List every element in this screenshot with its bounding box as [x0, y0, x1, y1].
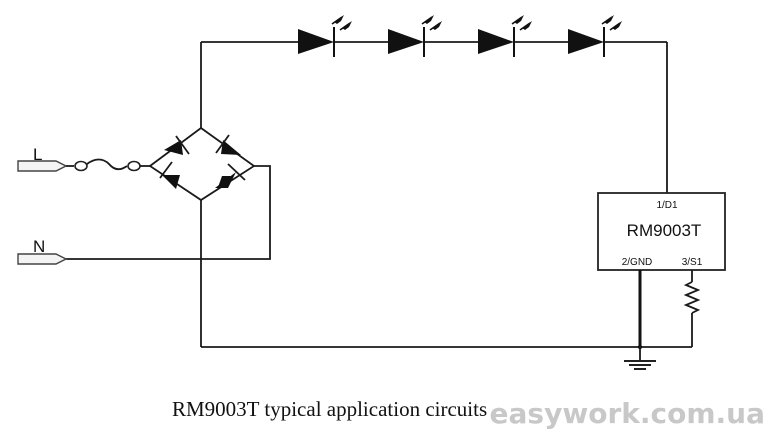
bridge-diode-3 [159, 161, 180, 189]
bridge-rectifier [148, 126, 256, 202]
neutral-wire [66, 165, 271, 260]
ic-pin1-label: 1/D1 [656, 200, 678, 211]
ic-pin2-label: 2/GND [622, 257, 653, 268]
light-emission-icon [601, 15, 622, 31]
led [388, 15, 442, 57]
light-emission-icon [331, 15, 352, 31]
ic-rm9003t [597, 192, 726, 271]
neutral-label: N [33, 237, 45, 256]
watermark: easywork.com.ua [490, 397, 765, 430]
led-string [298, 15, 622, 57]
line-terminal [17, 160, 74, 172]
caption: RM9003T typical application circuits [172, 397, 487, 421]
bridge-diode-1 [164, 135, 190, 155]
light-emission-icon [511, 15, 532, 31]
light-emission-icon [421, 15, 442, 31]
bridge-diode-4 [215, 163, 246, 190]
fuse [74, 158, 150, 172]
bridge-diode-2 [215, 134, 241, 155]
led [298, 15, 352, 57]
ic-pin3-label: 3/S1 [682, 257, 703, 268]
line-label: L [33, 145, 42, 164]
sense-resistor [683, 270, 701, 347]
neutral-terminal [17, 253, 68, 265]
led [478, 15, 532, 57]
led [568, 15, 622, 57]
ground-icon [624, 347, 656, 370]
ic-name: RM9003T [627, 221, 702, 240]
